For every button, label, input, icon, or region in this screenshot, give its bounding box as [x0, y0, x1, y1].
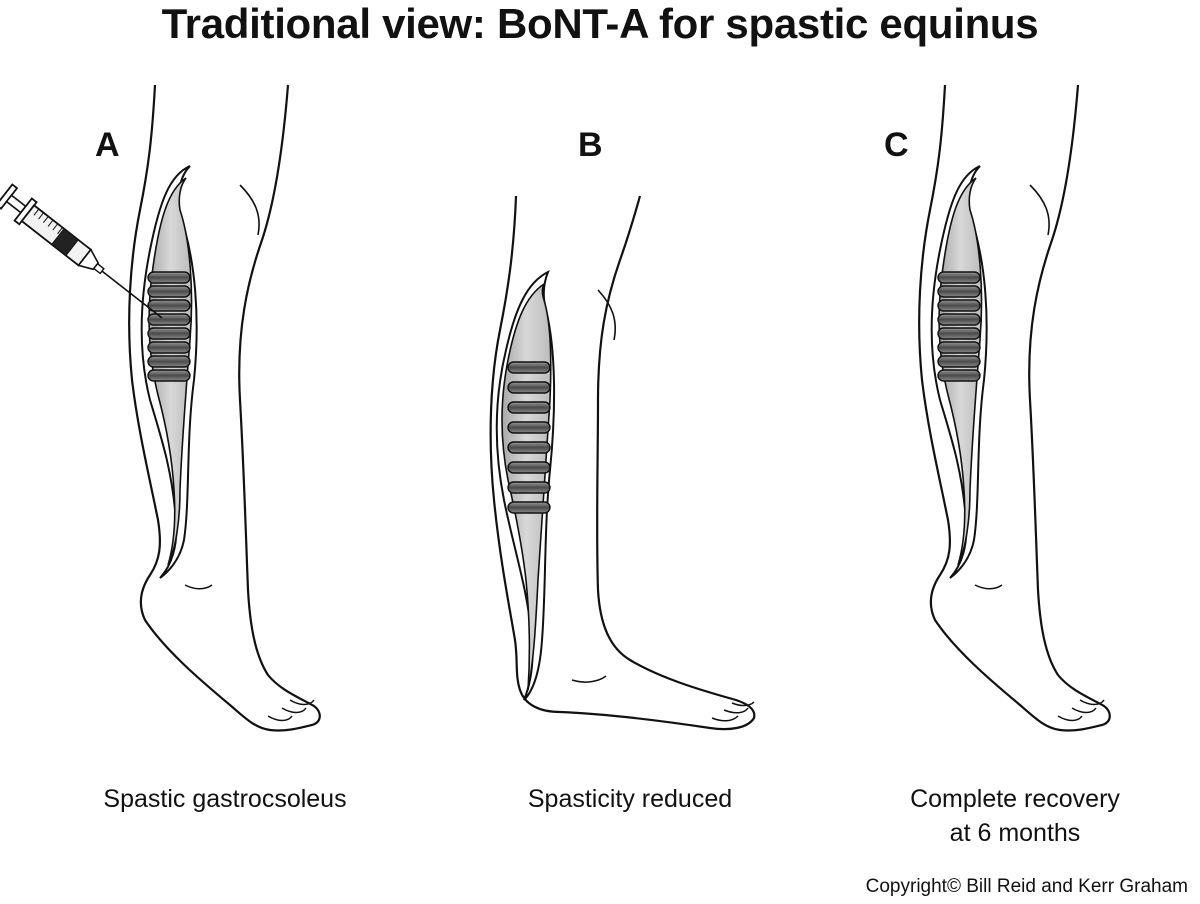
panel-label-c: C — [884, 126, 909, 164]
leg-c — [918, 83, 1111, 732]
leg-b — [489, 195, 756, 731]
copyright-notice: Copyright© Bill Reid and Kerr Graham — [865, 876, 1188, 897]
caption-c: Complete recovery at 6 months — [910, 785, 1120, 847]
syringe-icon — [0, 183, 163, 319]
caption-b: Spasticity reduced — [527, 785, 733, 813]
leg-a — [128, 83, 321, 732]
caption-a: Spastic gastrocsoleus — [103, 785, 347, 813]
figure-title: Traditional view: BoNT-A for spastic equ… — [161, 0, 1039, 47]
panel-label-b: B — [578, 126, 603, 164]
panel-label-a: A — [95, 126, 120, 164]
